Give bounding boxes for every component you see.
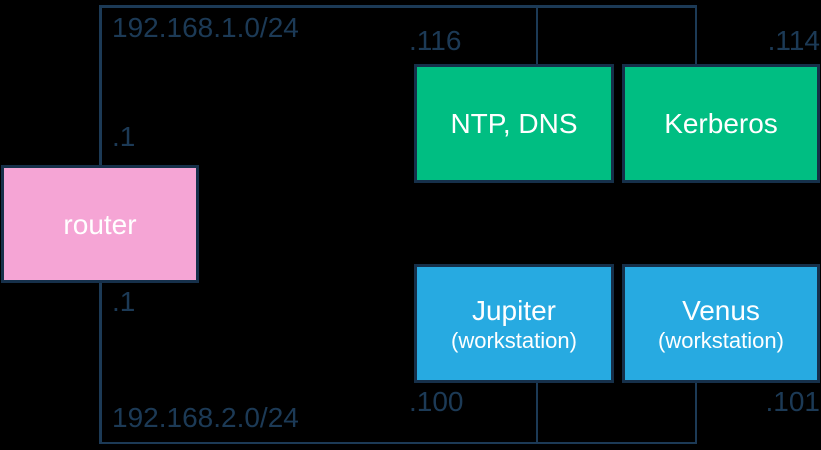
- host-box-jupiter: Jupiter (workstation): [414, 264, 614, 383]
- jupiter-address-label: .100: [409, 386, 464, 417]
- kerberos-address-label: .114: [767, 25, 820, 56]
- link-venus-subnet2: [694, 382, 697, 443]
- link-jupiter-subnet2: [535, 382, 538, 443]
- link-ntp-dns-subnet1: [535, 5, 538, 65]
- link-router-subnet2: [99, 282, 102, 443]
- host-label-venus: Venus: [682, 294, 760, 326]
- subnet1-cidr-label: 192.168.1.0/24: [112, 12, 299, 43]
- host-label-ntp-dns: NTP, DNS: [450, 108, 578, 139]
- host-sublabel-venus: (workstation): [658, 327, 784, 353]
- host-box-venus: Venus (workstation): [622, 264, 820, 383]
- link-kerberos-subnet1: [694, 5, 697, 65]
- host-box-ntp-dns: NTP, DNS: [414, 64, 614, 183]
- link-router-subnet1: [99, 5, 102, 166]
- host-label-kerberos: Kerberos: [664, 108, 778, 139]
- subnet1-bus-line: [99, 5, 697, 8]
- subnet2-cidr-label: 192.168.2.0/24: [112, 402, 299, 433]
- router-box: router: [1, 165, 199, 283]
- host-box-kerberos: Kerberos: [622, 64, 820, 183]
- venus-address-label: .101: [765, 386, 821, 417]
- router-subnet1-interface-label: .1: [112, 121, 136, 152]
- router-label: router: [63, 208, 137, 240]
- host-label-jupiter: Jupiter: [471, 294, 557, 326]
- ntp-dns-address-label: .116: [409, 25, 462, 56]
- host-sublabel-jupiter: (workstation): [451, 327, 577, 353]
- router-subnet2-interface-label: .1: [112, 286, 136, 317]
- subnet2-bus-line: [99, 441, 697, 444]
